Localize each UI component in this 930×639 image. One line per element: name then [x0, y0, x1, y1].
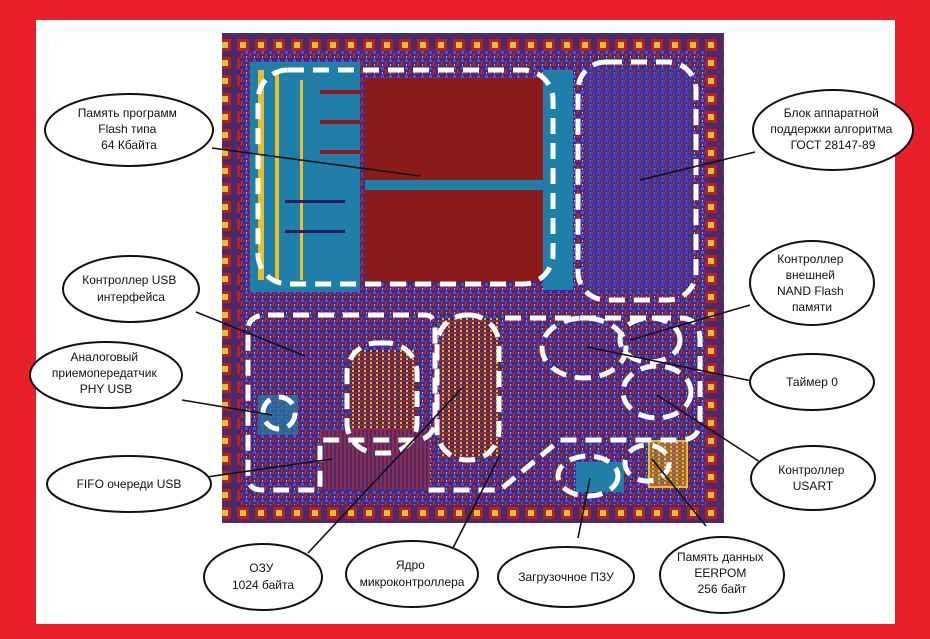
- label-ram: ОЗУ 1024 байта: [204, 544, 322, 610]
- core-region: [440, 318, 500, 458]
- label-usart: Контроллер USART: [751, 446, 875, 510]
- label-text: FIFO очереди USB: [77, 477, 182, 491]
- flash-array-bottom: [365, 190, 543, 282]
- chip-die: [222, 33, 724, 523]
- label-text: Загрузочное ПЗУ: [518, 570, 614, 584]
- label-core: Ядро микроконтроллера: [346, 541, 478, 607]
- label-eeprom: Память данных EERPOM 256 байт: [660, 537, 784, 613]
- label-phy: Аналоговый приемопередатчик PHY USB: [30, 342, 182, 408]
- label-usb-ctrl: Контроллер USB интерфейса: [63, 256, 199, 322]
- label-text: Таймер 0: [786, 375, 838, 389]
- label-fifo: FIFO очереди USB: [47, 456, 211, 512]
- label-gost: Блок аппаратной поддержки алгоритма ГОСТ…: [753, 90, 913, 170]
- label-rom: Загрузочное ПЗУ: [498, 547, 634, 607]
- routing-area: [250, 62, 360, 292]
- label-timer: Таймер 0: [750, 354, 874, 410]
- label-nand: Контроллер внешней NAND Flash памяти: [750, 241, 874, 325]
- flash-array-top: [365, 78, 543, 180]
- label-flash: Память программ Flash типа 64 Кбайта: [45, 94, 213, 166]
